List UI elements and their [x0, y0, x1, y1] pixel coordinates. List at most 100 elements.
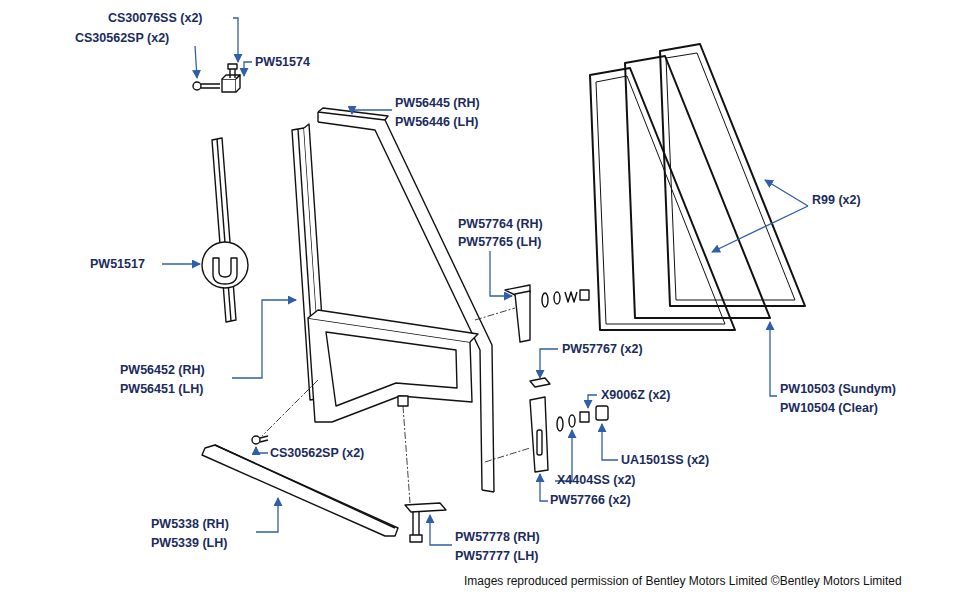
leader-arrow: [232, 300, 296, 378]
trim-bar: [202, 445, 398, 536]
leader-arrow: [195, 46, 197, 78]
part-number: UA1501SS (x2): [621, 452, 709, 468]
centre-line: [475, 308, 515, 320]
leader-arrow: [490, 251, 512, 296]
clip-bracket: [236, 75, 240, 92]
seal-strip: [202, 138, 248, 322]
bracket: [505, 285, 589, 342]
leader-arrow: [162, 263, 200, 264]
centre-line: [262, 380, 318, 436]
part-number: PW57765 (LH): [458, 234, 541, 250]
part-number: PW56452 (RH): [120, 362, 205, 378]
screw: [230, 69, 235, 78]
part-number: PW56445 (RH): [395, 95, 480, 111]
door-panel: [308, 310, 478, 342]
bracket: [515, 291, 530, 342]
part-number: X4404SS (x2): [557, 472, 636, 488]
bracket: [405, 503, 446, 512]
bracket: [530, 378, 608, 472]
trim-bar: [215, 445, 395, 528]
bracket: [557, 417, 563, 431]
glass-pane: [666, 53, 795, 300]
bracket: [405, 503, 446, 542]
screw: [193, 64, 237, 90]
part-number: PW51574: [255, 54, 310, 70]
part-number: PW56446 (LH): [395, 114, 478, 130]
clip-bracket: [222, 79, 236, 92]
part-number: R99 (x2): [812, 192, 861, 208]
centre-line: [403, 406, 410, 503]
part-number: PW56451 (LH): [120, 381, 203, 397]
clip-bracket: [222, 75, 240, 92]
part-number: PW57767 (x2): [562, 341, 643, 357]
bracket: [530, 378, 550, 387]
bracket: [410, 535, 422, 542]
part-number: PW10503 (Sundym): [780, 381, 896, 397]
centre-line: [485, 448, 530, 462]
screw: [260, 436, 268, 442]
bracket: [580, 290, 589, 300]
illustration: [193, 44, 805, 542]
part-number: PW57778 (RH): [455, 529, 540, 545]
window-frame: [318, 112, 494, 492]
bracket: [565, 292, 577, 302]
centre-line: [262, 308, 530, 503]
window-frame: [318, 122, 482, 490]
copyright-note: Images reproduced permission of Bentley …: [464, 573, 902, 589]
seal-strip: [202, 242, 248, 288]
part-number: PW51517: [90, 256, 145, 272]
leader-arrow: [256, 498, 278, 532]
seal-strip: [212, 138, 236, 322]
part-number: PW10504 (Clear): [780, 400, 878, 416]
door-panel: [326, 332, 457, 406]
leader-arrow: [244, 62, 252, 76]
screw: [252, 436, 260, 444]
leader-arrow: [765, 180, 808, 206]
seal-strip: [213, 258, 237, 284]
part-number: PW5338 (RH): [151, 516, 229, 532]
leader-arrow: [162, 18, 808, 545]
seal-strip: [217, 139, 231, 321]
leader-arrow: [352, 110, 392, 114]
leader-arrow: [588, 395, 597, 408]
part-number: CS30076SS (x2): [108, 10, 203, 26]
window-frame: [318, 108, 494, 492]
bracket: [530, 397, 548, 472]
part-number: PW57764 (RH): [458, 216, 543, 232]
screw: [252, 436, 268, 444]
glass-pane: [660, 44, 805, 306]
glass-pane: [590, 44, 805, 330]
bracket: [580, 412, 589, 422]
glass-pane: [596, 76, 725, 324]
leader-arrow: [602, 424, 618, 460]
leader-arrow: [540, 349, 558, 378]
part-number: X9006Z (x2): [601, 387, 670, 403]
leader-arrow: [233, 18, 238, 62]
bracket: [542, 293, 548, 307]
leader-arrow: [430, 515, 452, 545]
bracket: [413, 512, 419, 535]
part-number: PW57777 (LH): [455, 548, 538, 564]
glass-pane: [625, 56, 770, 318]
leader-arrow: [712, 206, 808, 252]
screw: [201, 84, 220, 88]
glass-pane: [590, 68, 735, 330]
part-number: CS30562SP (x2): [75, 30, 169, 46]
part-number: CS30562SP (x2): [270, 445, 364, 461]
door-panel: [308, 310, 478, 422]
leader-arrow: [540, 474, 548, 501]
bracket: [569, 415, 575, 427]
leader-arrow: [770, 322, 777, 396]
window-frame: [318, 112, 494, 492]
leader-arrow: [256, 447, 268, 453]
door-panel: [398, 396, 408, 406]
trim-bar: [202, 445, 398, 536]
part-number: PW57766 (x2): [550, 492, 631, 508]
part-number: PW5339 (LH): [151, 535, 227, 551]
screw: [228, 64, 237, 69]
bracket: [537, 430, 542, 455]
bracket: [554, 292, 560, 304]
screw: [193, 82, 201, 90]
